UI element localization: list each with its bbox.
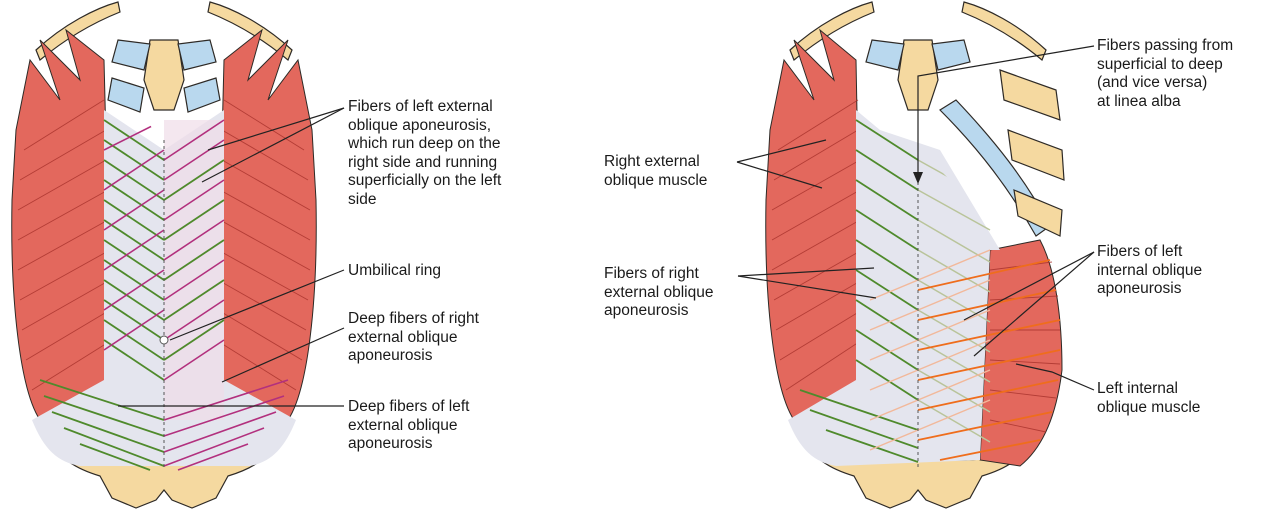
- label-left-io-muscle: Left internal oblique muscle: [1097, 380, 1200, 417]
- label-fibers-passing: Fibers passing from superficial to deep …: [1097, 37, 1233, 111]
- label-fibers-right-eo-aponeurosis: Fibers of right external oblique aponeur…: [604, 265, 713, 321]
- label-right-eo-muscle: Right external oblique muscle: [604, 153, 707, 190]
- label-fibers-left-io-aponeurosis: Fibers of left internal oblique aponeuro…: [1097, 243, 1202, 299]
- label-deep-fibers-right-eo: Deep fibers of right external oblique ap…: [348, 310, 479, 366]
- label-umbilical-ring: Umbilical ring: [348, 262, 441, 281]
- umbilical-ring-marker: [160, 336, 168, 344]
- label-left-eo-aponeurosis-fibers: Fibers of left external oblique aponeuro…: [348, 98, 501, 209]
- right-torso: [766, 2, 1064, 508]
- left-torso: [12, 2, 317, 508]
- label-deep-fibers-left-eo: Deep fibers of left external oblique apo…: [348, 398, 469, 454]
